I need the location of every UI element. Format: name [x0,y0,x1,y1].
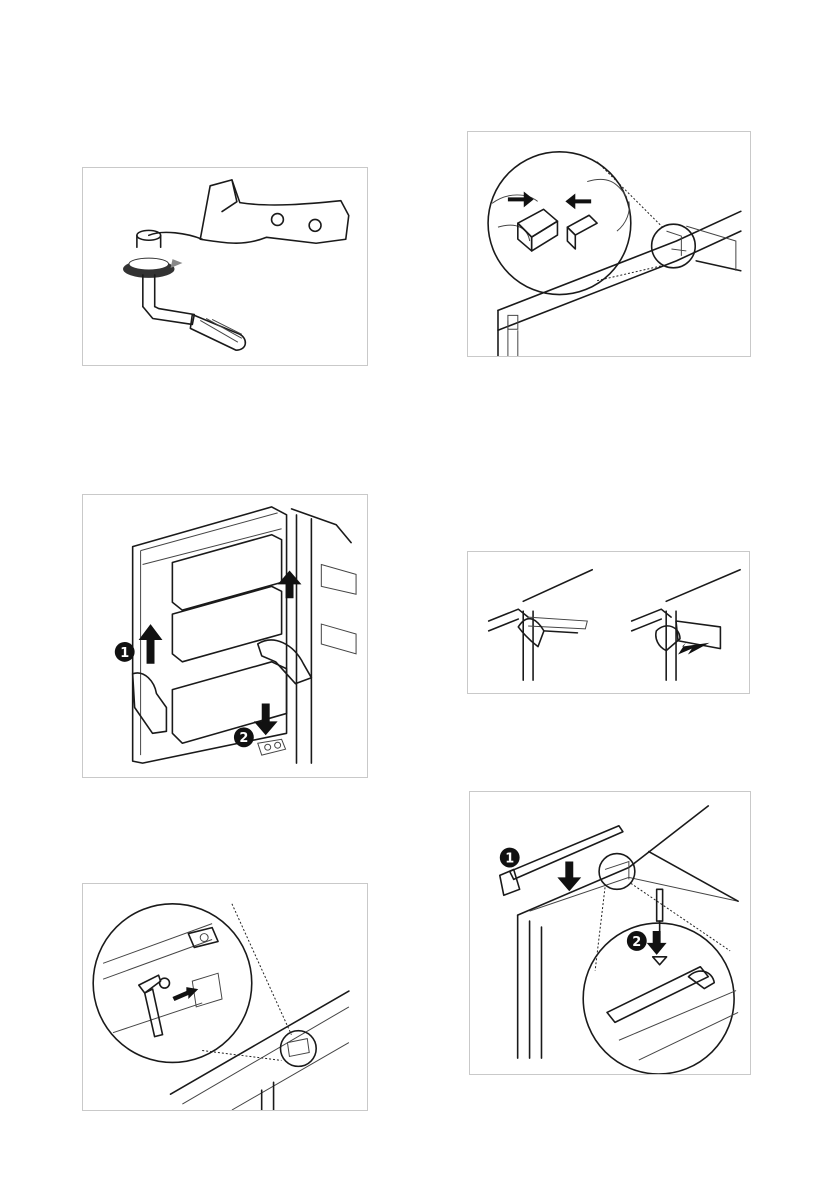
step-badge-1: 1 [500,848,520,868]
svg-text:2: 2 [239,731,248,746]
hinge-wrench-illustration [82,167,368,366]
seal-cover-illustration [467,131,751,357]
svg-text:1: 1 [120,646,129,661]
hinge-screw-illustration [82,883,368,1111]
svg-text:2: 2 [632,935,641,950]
svg-text:1: 1 [505,852,514,867]
top-strip-illustration: 1 2 [469,791,751,1075]
step-badge-2: 2 [627,931,647,951]
hinge-cover-illustration [467,551,750,694]
step-badge-2: 2 [234,727,254,747]
step-badge-1: 1 [115,642,135,662]
door-lift-illustration: 1 2 [82,494,368,778]
